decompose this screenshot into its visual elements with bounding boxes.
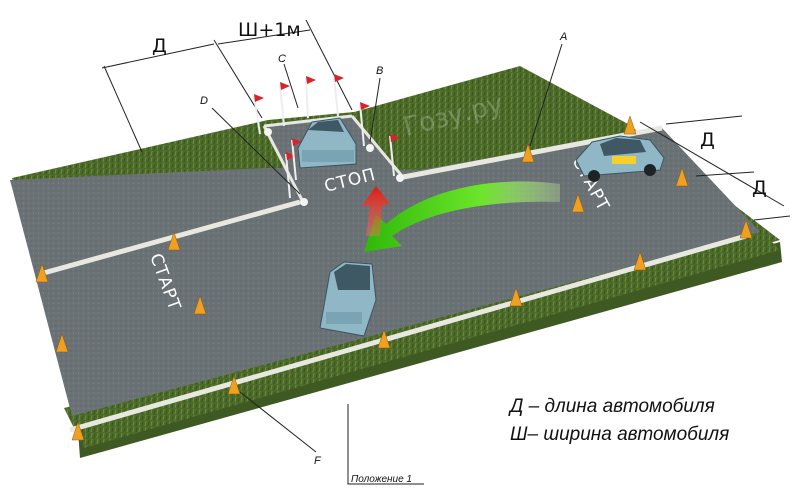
- stake-b: [366, 144, 374, 152]
- dimension-length-top: Д: [152, 35, 167, 57]
- legend-width: Ш– ширина автомобиля: [510, 424, 729, 446]
- legend-length: Д – длина автомобиля: [510, 396, 715, 418]
- point-label-f: F: [314, 455, 322, 467]
- point-label-d: D: [200, 95, 208, 107]
- point-label-a: A: [559, 31, 567, 43]
- point-label-b: B: [376, 65, 383, 77]
- dimension-length-right-2: Д: [752, 177, 767, 199]
- stake-d: [300, 198, 308, 206]
- stake: [396, 174, 404, 182]
- dimension-length-right-1: Д: [700, 129, 715, 151]
- flag: [306, 76, 316, 118]
- position-label: Положение 1: [351, 474, 412, 485]
- stake: [264, 128, 272, 136]
- dimension-width-plus: Ш+1м: [238, 19, 301, 41]
- flag: [334, 74, 344, 116]
- point-label-c: C: [278, 53, 286, 65]
